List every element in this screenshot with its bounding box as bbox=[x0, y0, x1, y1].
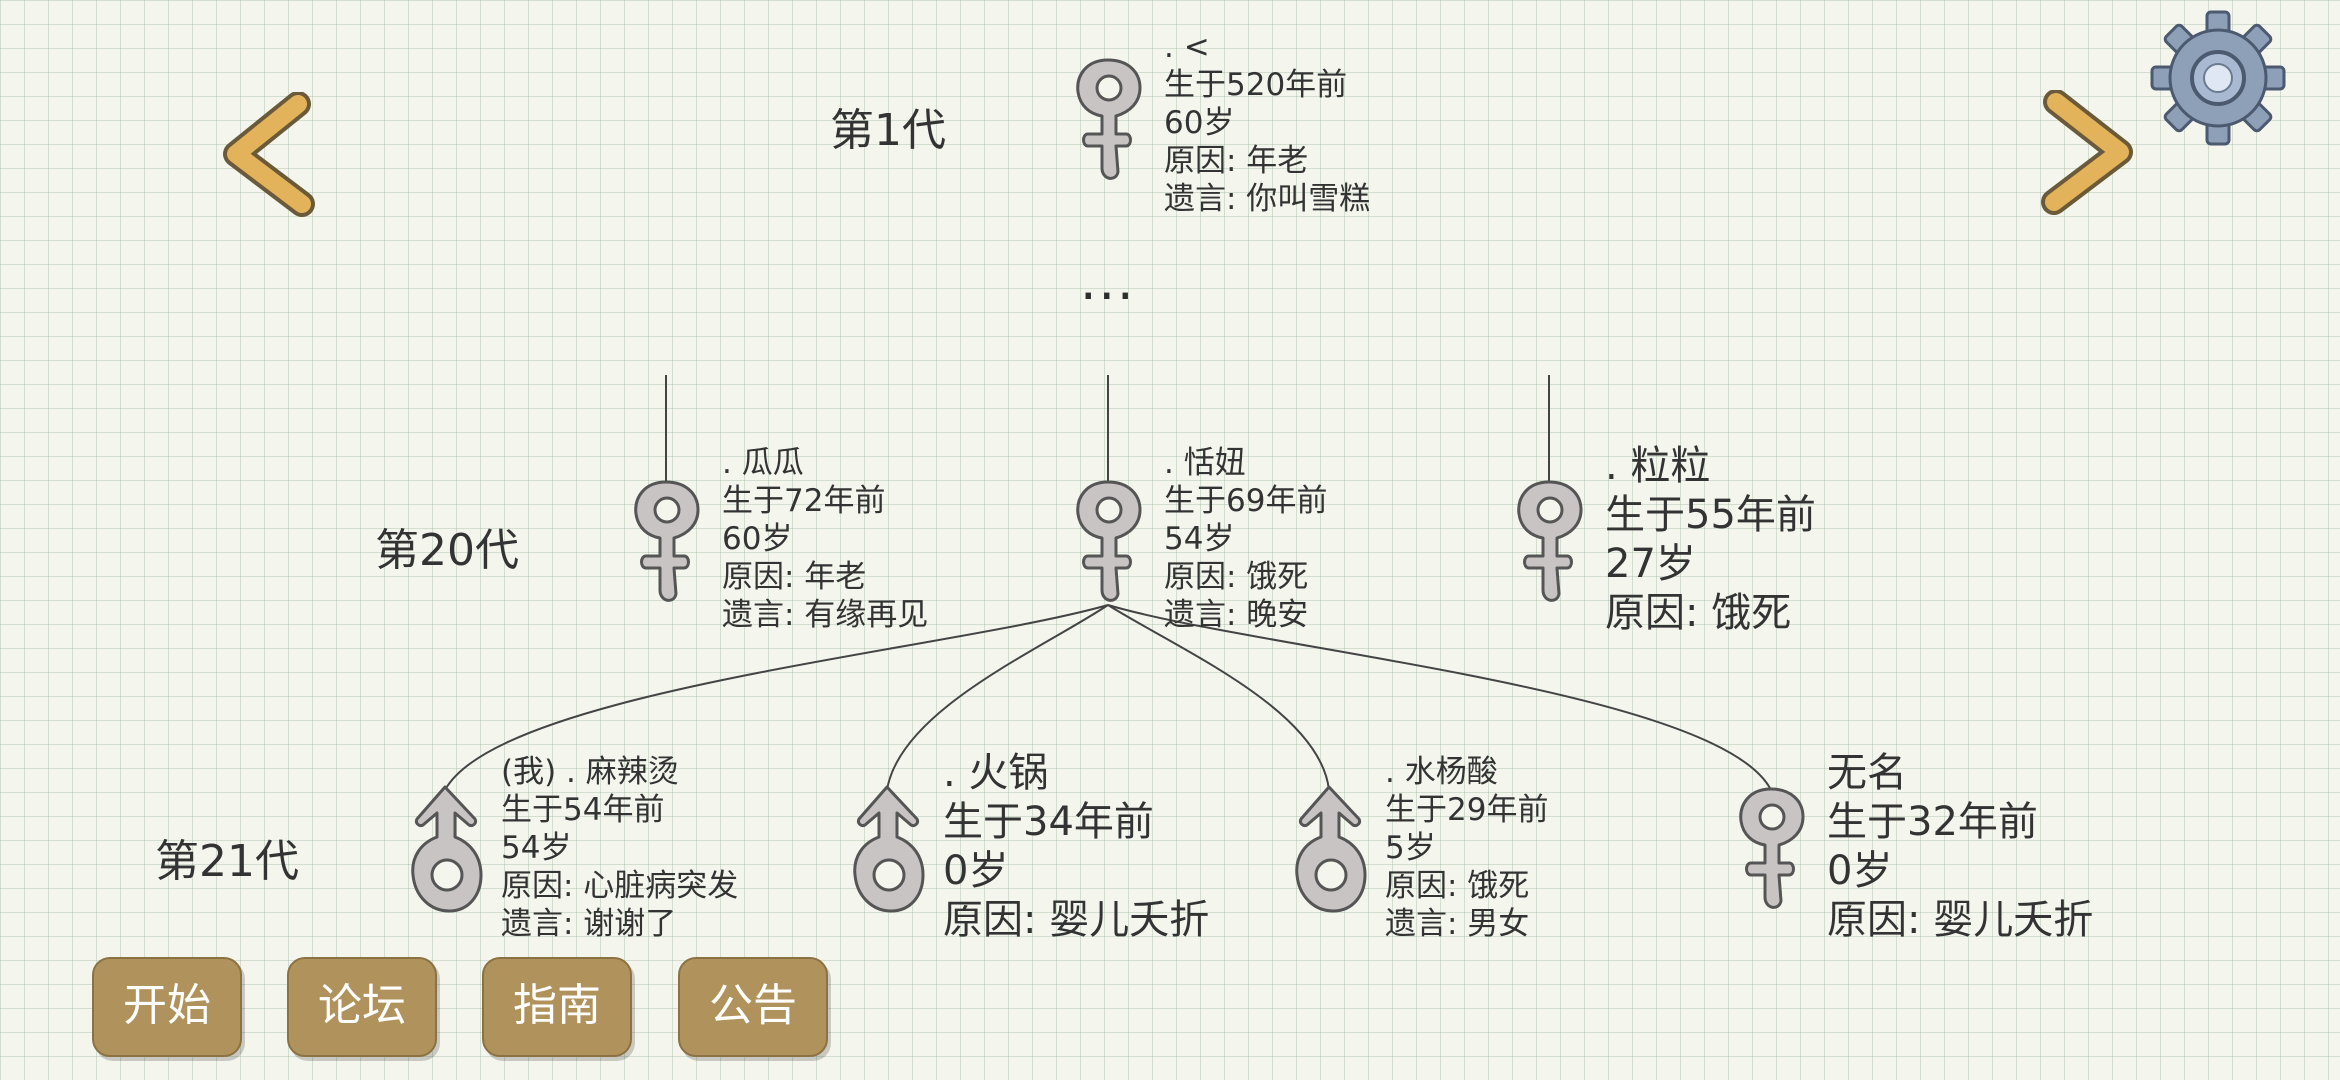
generation-label-1: 第1代 bbox=[830, 105, 946, 156]
connector-line bbox=[886, 604, 1109, 791]
person-last-words: 遗言: 你叫雪糕 bbox=[1164, 181, 1371, 217]
male-symbol-icon bbox=[853, 785, 925, 913]
person-name: . 粒粒 bbox=[1605, 443, 1711, 489]
female-symbol-icon bbox=[1076, 58, 1142, 180]
person-name: . 恬妞 bbox=[1164, 445, 1246, 481]
person-name: 无名 bbox=[1827, 750, 1907, 796]
person-last-words: 遗言: 男女 bbox=[1385, 906, 1530, 942]
notice-button[interactable]: 公告 bbox=[678, 957, 828, 1057]
person-born: 生于32年前 bbox=[1827, 799, 2038, 845]
person-last-words: 遗言: 谢谢了 bbox=[501, 906, 677, 942]
person-death-cause: 原因: 婴儿夭折 bbox=[943, 897, 1210, 943]
person-death-cause: 原因: 饿死 bbox=[1164, 559, 1309, 595]
connector-line bbox=[1107, 604, 1772, 791]
start-button[interactable]: 开始 bbox=[92, 957, 242, 1057]
connector-line bbox=[444, 604, 1109, 791]
person-death-cause: 原因: 饿死 bbox=[1385, 868, 1530, 904]
person-name: . < bbox=[1164, 29, 1210, 65]
left-chevron-icon bbox=[223, 92, 315, 217]
guide-button[interactable]: 指南 bbox=[482, 957, 632, 1057]
person-born: 生于69年前 bbox=[1164, 483, 1328, 519]
person-name: . 瓜瓜 bbox=[722, 445, 804, 481]
person-age: 0岁 bbox=[1827, 848, 1893, 894]
female-symbol-icon bbox=[1076, 480, 1142, 602]
person-born: 生于520年前 bbox=[1164, 67, 1348, 103]
person-last-words: 遗言: 晚安 bbox=[1164, 597, 1309, 633]
person-age: 60岁 bbox=[722, 521, 793, 557]
next-generation-button[interactable] bbox=[2030, 90, 2140, 220]
prev-generation-button[interactable] bbox=[218, 92, 328, 222]
person-name: (我) . 麻辣烫 bbox=[501, 754, 679, 790]
female-symbol-icon bbox=[1739, 787, 1805, 909]
male-symbol-icon bbox=[411, 785, 483, 913]
person-age: 5岁 bbox=[1385, 830, 1436, 866]
person-born: 生于54年前 bbox=[501, 792, 665, 828]
person-age: 60岁 bbox=[1164, 105, 1235, 141]
person-death-cause: 原因: 心脏病突发 bbox=[501, 868, 739, 904]
male-symbol-icon bbox=[1295, 785, 1367, 913]
forum-button[interactable]: 论坛 bbox=[287, 957, 437, 1057]
female-symbol-icon bbox=[634, 480, 700, 602]
person-last-words: 遗言: 有缘再见 bbox=[722, 597, 929, 633]
person-death-cause: 原因: 年老 bbox=[722, 559, 867, 595]
person-age: 54岁 bbox=[501, 830, 572, 866]
person-age: 54岁 bbox=[1164, 521, 1235, 557]
person-death-cause: 原因: 饿死 bbox=[1605, 590, 1792, 636]
person-name: . 火锅 bbox=[943, 750, 1049, 796]
right-chevron-icon bbox=[2041, 90, 2133, 215]
person-age: 0岁 bbox=[943, 848, 1009, 894]
generation-ellipsis: ... bbox=[1080, 252, 1136, 312]
generation-label-20: 第20代 bbox=[375, 525, 519, 576]
connector-line bbox=[1107, 604, 1330, 791]
person-born: 生于55年前 bbox=[1605, 492, 1816, 538]
person-death-cause: 原因: 年老 bbox=[1164, 143, 1309, 179]
female-symbol-icon bbox=[1517, 480, 1583, 602]
person-born: 生于72年前 bbox=[722, 483, 886, 519]
person-death-cause: 原因: 婴儿夭折 bbox=[1827, 897, 2094, 943]
person-born: 生于29年前 bbox=[1385, 792, 1549, 828]
generation-label-21: 第21代 bbox=[155, 836, 299, 887]
gear-icon bbox=[2150, 10, 2286, 146]
person-name: . 水杨酸 bbox=[1385, 754, 1498, 790]
settings-button[interactable] bbox=[2148, 8, 2288, 148]
person-age: 27岁 bbox=[1605, 541, 1696, 587]
person-born: 生于34年前 bbox=[943, 799, 1154, 845]
